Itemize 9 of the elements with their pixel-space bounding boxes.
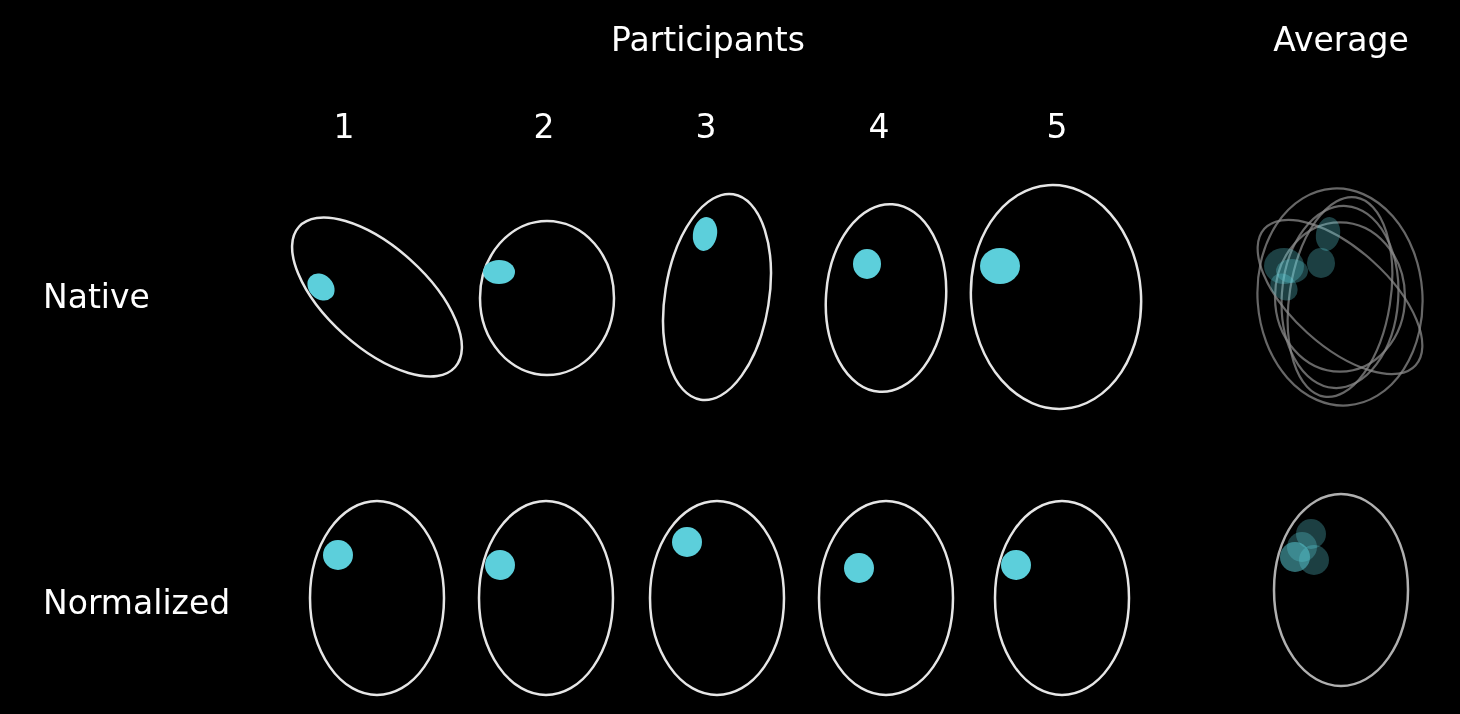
row-label: Normalized [43, 584, 231, 622]
column-number: 3 [695, 108, 717, 146]
column-number: 1 [333, 108, 355, 146]
column-heading: Average [1273, 21, 1409, 59]
column-number: 2 [533, 108, 555, 146]
column-number: 5 [1046, 108, 1068, 146]
column-number: 4 [868, 108, 890, 146]
row-label: Native [43, 278, 150, 316]
group-heading: Participants [611, 21, 805, 59]
